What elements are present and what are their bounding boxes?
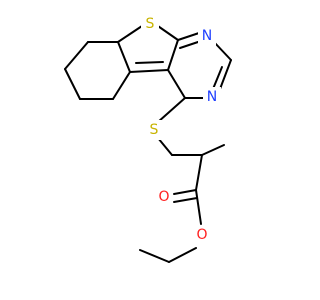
molecule-diagram: S N N S O O — [64, 14, 232, 263]
bond — [157, 137, 173, 156]
bond — [117, 23, 146, 43]
bond — [167, 69, 186, 99]
atom-o-ester: O — [193, 225, 211, 245]
bond — [212, 66, 223, 90]
atom-label: N — [202, 28, 212, 44]
bond — [173, 197, 198, 203]
atom-s-thiophene: S — [141, 14, 159, 34]
bond — [157, 97, 186, 123]
bond — [167, 39, 179, 71]
atom-s-thioether: S — [145, 120, 163, 140]
bond — [177, 32, 200, 41]
bond — [129, 69, 169, 73]
cyclohexane-ring — [64, 41, 131, 100]
atom-n-bottom: N — [203, 87, 221, 107]
atom-n-top: N — [198, 26, 216, 46]
bond — [64, 68, 81, 100]
atom-label: S — [150, 122, 159, 138]
atom-label: S — [146, 16, 155, 32]
atom-o-carbonyl: O — [155, 187, 173, 207]
side-chain — [139, 97, 225, 263]
bond — [195, 189, 202, 225]
bond — [219, 59, 232, 90]
bond — [173, 189, 197, 195]
atom-label: O — [158, 189, 169, 205]
bond — [139, 249, 170, 263]
atom-label: N — [207, 89, 217, 105]
bond — [117, 41, 131, 73]
bond — [195, 154, 203, 191]
pyrimidine-ring — [167, 32, 232, 99]
bond — [213, 41, 232, 61]
bond — [135, 61, 164, 64]
bond — [112, 71, 131, 100]
atom-label: O — [196, 227, 207, 243]
bond — [64, 41, 89, 70]
bond — [179, 41, 199, 49]
bond — [168, 247, 197, 263]
bond — [201, 144, 225, 156]
